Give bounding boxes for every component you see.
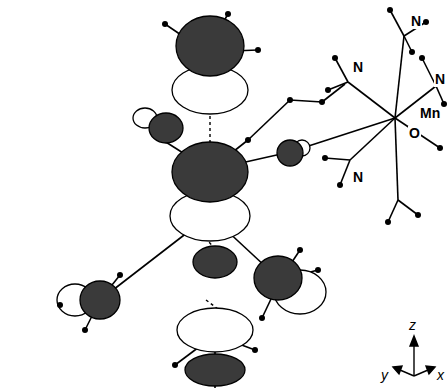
axis-line <box>414 370 428 376</box>
atom-label: N <box>352 170 364 185</box>
atom-dot <box>409 49 415 55</box>
axis-label: z <box>408 318 417 333</box>
axis-line <box>413 344 414 376</box>
bond-line <box>248 100 290 140</box>
orbital-lobes <box>57 16 326 386</box>
atom-label: O <box>408 126 421 141</box>
bond-line <box>325 158 350 160</box>
atom-dot <box>255 47 261 53</box>
atom-dot <box>419 55 425 61</box>
arrow-head <box>393 366 402 374</box>
negative-lobe <box>277 140 303 166</box>
atom-dot <box>415 212 421 218</box>
arrow-head <box>410 336 418 346</box>
bond-line <box>340 160 350 185</box>
negative-lobe <box>193 246 237 278</box>
bond-line <box>328 82 348 90</box>
negative-lobe <box>172 142 248 202</box>
bond-line <box>395 118 440 148</box>
atom-dot <box>325 87 331 93</box>
negative-lobe <box>254 256 302 300</box>
atom-dot <box>387 7 393 13</box>
atom-dot <box>117 272 123 278</box>
negative-lobe <box>149 113 183 143</box>
atom-dot <box>319 99 325 105</box>
arrow-head <box>426 366 435 374</box>
atom-dot <box>82 327 88 333</box>
atom-dot <box>245 137 251 143</box>
atom-label: Mn <box>419 106 441 121</box>
bond-line <box>350 118 395 160</box>
axis-arrows <box>393 336 435 376</box>
atom-dot <box>423 19 429 25</box>
axis-label: y <box>380 368 389 383</box>
positive-lobe <box>177 308 253 352</box>
atom-dot <box>332 55 338 61</box>
bond-line <box>290 100 322 102</box>
bond-line <box>388 200 398 222</box>
bond-lines <box>60 10 444 388</box>
bond-line <box>395 118 398 200</box>
atom-dot <box>225 11 231 17</box>
atom-label: N <box>434 72 446 87</box>
atom-dot <box>385 219 391 225</box>
atom-label: N <box>410 14 422 29</box>
atom-dot <box>162 21 168 27</box>
bond-line <box>395 36 404 118</box>
atom-dot <box>252 347 258 353</box>
atom-label: N <box>352 60 364 75</box>
axis-line <box>400 370 414 376</box>
negative-lobe <box>80 281 120 319</box>
atom-dot <box>57 302 63 308</box>
atom-dot <box>259 315 265 321</box>
atom-dots <box>57 7 447 368</box>
atom-dot <box>172 362 178 368</box>
bond-line <box>348 82 395 118</box>
atom-dot <box>437 145 443 151</box>
bond-line <box>322 84 345 102</box>
bond-line <box>390 10 404 36</box>
dashed-line <box>209 110 210 146</box>
bond-line <box>398 200 418 215</box>
atom-dot <box>297 247 303 253</box>
axis-label: x <box>436 368 445 383</box>
atom-dot <box>315 267 321 273</box>
bond-line <box>335 58 348 82</box>
negative-lobe <box>185 354 245 386</box>
negative-lobe <box>176 16 244 76</box>
atom-dot <box>337 182 343 188</box>
atom-dot <box>287 97 293 103</box>
atom-dot <box>441 101 447 107</box>
atom-dot <box>322 155 328 161</box>
